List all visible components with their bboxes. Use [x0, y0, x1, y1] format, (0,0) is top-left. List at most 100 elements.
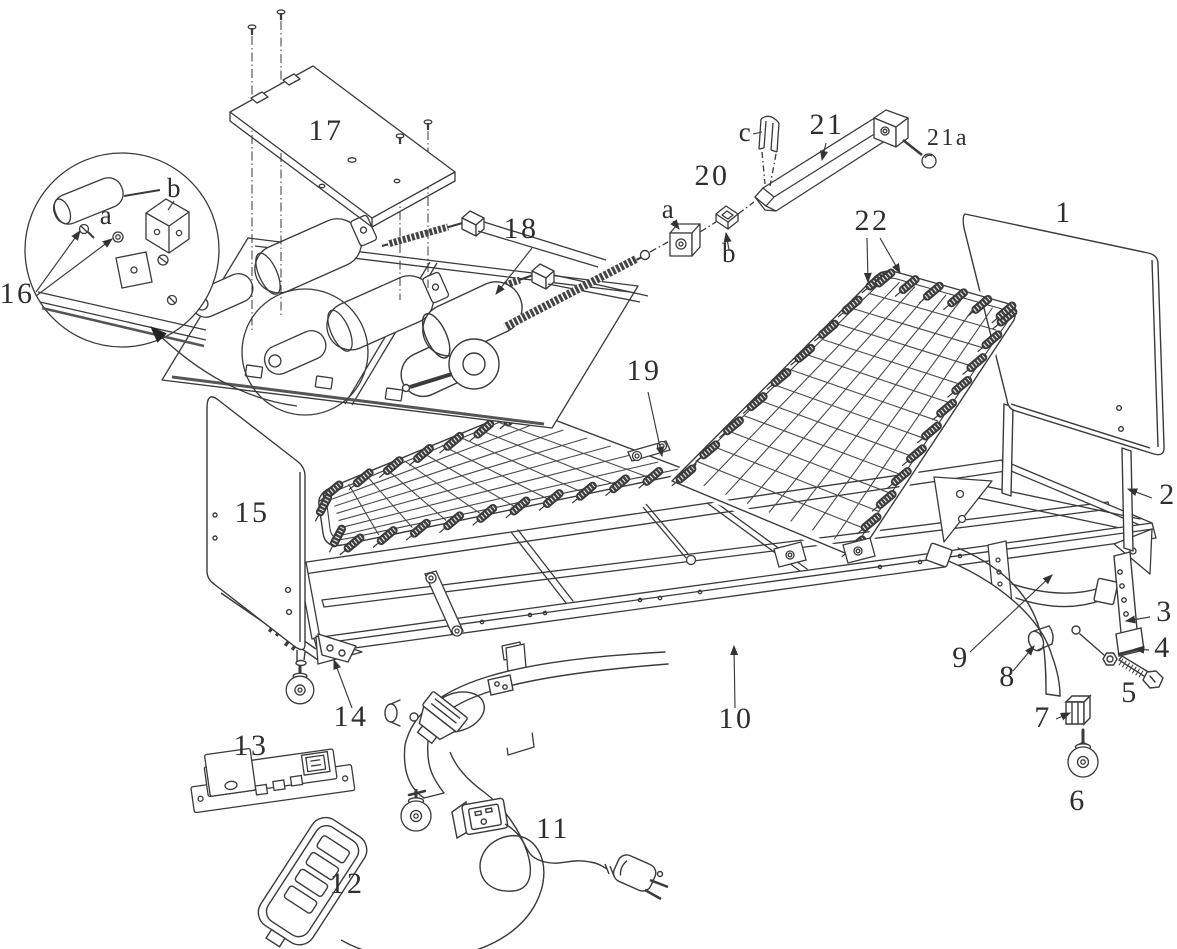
power-cord-11	[451, 797, 669, 901]
leader-3	[1124, 615, 1151, 624]
part-label-15: 15	[235, 496, 270, 529]
spring	[962, 353, 988, 375]
leader-14	[333, 658, 353, 709]
leader-4	[1133, 645, 1150, 654]
spring	[348, 468, 374, 491]
part-label-19: 19	[627, 354, 662, 387]
part-label-3: 3	[1156, 595, 1174, 628]
pendant-cable	[340, 751, 545, 949]
spring	[378, 456, 404, 479]
leader-9	[969, 574, 1053, 653]
spring	[439, 511, 465, 534]
footboard	[206, 396, 357, 667]
spring	[328, 524, 347, 553]
leader-8	[1012, 645, 1035, 672]
part-label-10: 10	[719, 702, 754, 735]
spring	[901, 444, 927, 467]
leader-c	[752, 131, 763, 135]
spring	[790, 343, 816, 366]
part-label-b-coupling: b	[722, 238, 738, 268]
detail-inset	[24, 152, 369, 416]
leader-16	[35, 238, 113, 297]
spring	[871, 489, 897, 512]
cover-plate-17	[229, 9, 456, 330]
leader-7	[1055, 712, 1072, 721]
part-label-2: 2	[1159, 478, 1177, 511]
spring	[813, 319, 839, 342]
spring	[695, 440, 721, 463]
part-label-13: 13	[234, 729, 269, 762]
leader-2	[1126, 488, 1153, 499]
part-label-5: 5	[1121, 676, 1139, 709]
caster-6-exploded	[1067, 735, 1099, 778]
headboard-post-left	[1001, 403, 1014, 497]
caster-foot-left	[285, 665, 315, 705]
nut	[1102, 652, 1118, 666]
spring	[505, 496, 531, 519]
drive-motor-18	[400, 249, 651, 398]
spring	[766, 368, 792, 390]
part-label-b-detail: b	[167, 173, 183, 203]
spring	[605, 474, 631, 497]
spring	[538, 489, 564, 511]
bolt-5	[1117, 655, 1164, 689]
spring	[947, 375, 973, 398]
spring	[571, 481, 597, 504]
spring	[837, 295, 863, 318]
control-box-13	[190, 747, 356, 814]
spring	[977, 330, 1003, 353]
footboard-panel	[206, 396, 306, 651]
spring	[314, 493, 333, 522]
spring	[472, 503, 498, 526]
lift-link	[424, 503, 697, 637]
foot-deck-mesh	[331, 421, 659, 536]
head-deck	[668, 267, 1020, 562]
leader-16	[35, 230, 81, 293]
part-label-21: 21	[810, 108, 845, 141]
pendant-12	[257, 691, 545, 949]
spring	[742, 392, 768, 414]
spring	[339, 533, 365, 556]
part-label-18: 18	[504, 212, 539, 245]
spring	[638, 466, 664, 489]
assembly-motor-1	[254, 210, 607, 295]
part-label-11: 11	[536, 812, 570, 845]
coupling-block-a	[669, 223, 701, 257]
detail-zoom-arrow	[150, 326, 298, 407]
leader-b-coupling	[723, 231, 732, 251]
leader-b-detail	[167, 200, 175, 211]
part-label-c: c	[739, 117, 753, 147]
part-label-21a: 21a	[927, 125, 969, 151]
pendant-connector	[416, 691, 468, 745]
bracket-b	[145, 198, 190, 254]
spring	[918, 281, 944, 304]
part-label-22: 22	[855, 204, 890, 237]
clip-c	[758, 115, 780, 187]
head-deck-mesh	[697, 281, 997, 540]
caster-bracket-14	[317, 633, 357, 663]
leader-22	[863, 237, 872, 284]
spring	[469, 419, 495, 442]
spring	[405, 518, 431, 541]
casters	[285, 665, 1099, 832]
part-label-9: 9	[952, 641, 970, 674]
part-label-16: 16	[0, 277, 35, 310]
spring	[943, 288, 969, 311]
spring	[408, 444, 434, 466]
leader-a-coupling	[670, 219, 680, 230]
headboard-post-right	[1121, 447, 1134, 552]
spring	[932, 398, 958, 421]
detail-circle-small	[241, 288, 369, 416]
leader-18	[495, 247, 533, 295]
insert-7	[1064, 694, 1092, 726]
part-label-6: 6	[1069, 784, 1087, 817]
leader-22	[879, 237, 901, 274]
part-label-17: 17	[309, 114, 344, 147]
spring	[372, 526, 398, 548]
leader-21	[820, 142, 829, 162]
spring	[671, 464, 697, 487]
part-label-20: 20	[695, 159, 730, 192]
